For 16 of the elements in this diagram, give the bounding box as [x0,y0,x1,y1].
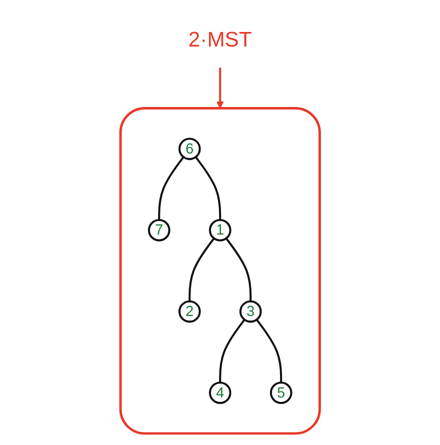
node-circle: 2 [178,300,201,323]
connector [256,319,282,383]
connector [158,156,184,220]
connector [188,238,215,302]
cluster [119,107,321,435]
node-circle: 3 [239,300,262,323]
arrow [216,68,224,109]
node-circle: 7 [148,219,170,242]
connector [194,156,222,220]
node-text: 2·MST [188,26,252,52]
node-circle: 1 [208,219,232,242]
connector [218,319,246,383]
node-circle: 5 [270,382,292,404]
connector [225,238,252,302]
node-circle: 4 [208,382,232,404]
node-circle: 6 [178,138,201,160]
